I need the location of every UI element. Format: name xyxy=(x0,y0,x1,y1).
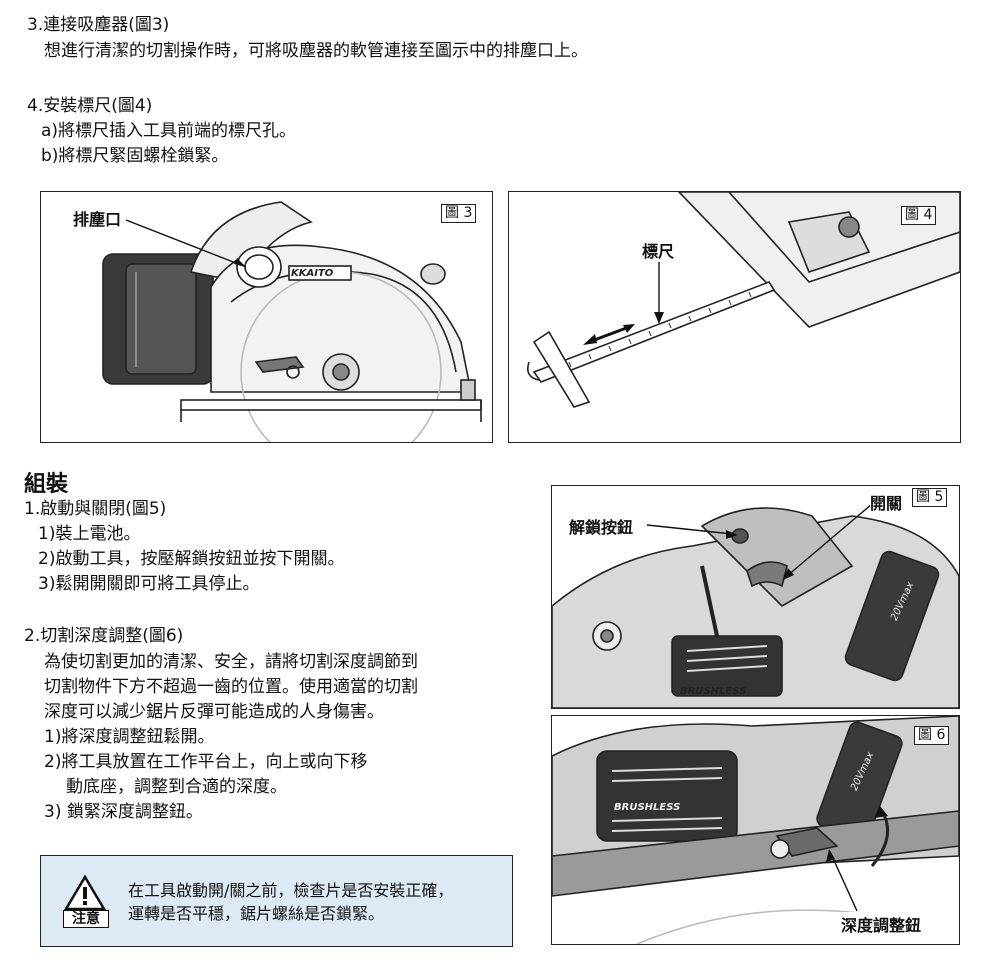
brushless-label-fig6: BRUSHLESS xyxy=(614,802,681,813)
section-4-step-a: a)將標尺插入工具前端的標尺孔。 xyxy=(41,121,297,141)
figure-4: 標尺 圖 4 xyxy=(508,191,961,443)
depth-adjust-para-3: 深度可以減少鋸片反彈可能造成的人身傷害。 xyxy=(44,702,384,722)
figure-4-tag: 圖 4 xyxy=(901,206,937,225)
start-stop-title: 1.啟動與關閉(圖5) xyxy=(24,499,167,519)
assembly-heading: 組裝 xyxy=(24,472,69,497)
start-stop-step-1: 1)裝上電池。 xyxy=(38,524,141,544)
unlock-button-callout: 解鎖按鈕 xyxy=(569,514,634,538)
switch-illustration xyxy=(552,503,959,708)
ruler-callout: 標尺 xyxy=(642,238,675,262)
section-3-text: 想進行清潔的切割操作時，可將吸塵器的軟管連接至圖示中的排塵口上。 xyxy=(44,41,588,61)
warning-icon xyxy=(63,874,107,911)
start-stop-step-3: 3)鬆開開關即可將工具停止。 xyxy=(38,574,260,594)
section-4-step-b: b)將標尺緊固螺栓鎖緊。 xyxy=(41,146,229,166)
depth-adjust-step-1: 1)將深度調整鈕鬆開。 xyxy=(44,727,215,747)
figure-5: 解鎖按鈕 BRUSHLESS 20Vmax 開關 圖 5 xyxy=(551,485,960,709)
caution-label: 注意 xyxy=(63,910,109,928)
figure-5-tag: 圖 5 xyxy=(912,488,948,507)
saw-side-illustration xyxy=(102,201,482,442)
switch-callout: 開關 xyxy=(870,490,903,514)
depth-adjust-step-2: 2)將工具放置在工作平台上，向上或向下移 xyxy=(44,752,368,772)
ruler-install-illustration xyxy=(526,192,960,408)
caution-line-1: 在工具啟動開/關之前，檢查片是否安裝正確， xyxy=(128,881,454,900)
depth-knob-callout: 深度調整鈕 xyxy=(841,912,922,936)
caution-note: 注意 在工具啟動開/關之前，檢查片是否安裝正確， 運轉是否平穩，鋸片螺絲是否鎖緊… xyxy=(40,855,513,947)
figure-6: BRUSHLESS 20Vmax 圖 6 深度調整鈕 xyxy=(551,715,960,945)
exhaust-port-callout: 排塵口 xyxy=(73,206,122,230)
depth-adjust-title: 2.切割深度調整(圖6) xyxy=(24,626,184,646)
section-3-title: 3.連接吸塵器(圖3) xyxy=(27,15,170,35)
section-4-title: 4.安裝標尺(圖4) xyxy=(27,96,153,116)
start-stop-step-2: 2)啟動工具，按壓解鎖按鈕並按下開關。 xyxy=(38,549,345,569)
depth-adjust-step-3: 3) 鎖緊深度調整鈕。 xyxy=(44,802,203,822)
brushless-label-fig5: BRUSHLESS xyxy=(680,686,747,697)
figure-3-tag: 圖 3 xyxy=(441,204,477,223)
caution-line-2: 運轉是否平穩，鋸片螺絲是否鎖緊。 xyxy=(128,904,385,923)
depth-adjust-step-2-cont: 動底座，調整到合適的深度。 xyxy=(66,777,287,797)
depth-adjust-para-1: 為使切割更加的清潔、安全，請將切割深度調節到 xyxy=(44,652,418,672)
depth-adjust-para-2: 切割物件下方不超過一齒的位置。使用適當的切割 xyxy=(44,677,418,697)
depth-knob-illustration xyxy=(552,716,959,944)
figure-3: 排塵口 KKAITO 圖 3 xyxy=(40,191,493,443)
brand-logo: KKAITO xyxy=(291,268,334,279)
figure-6-tag: 圖 6 xyxy=(914,726,950,745)
